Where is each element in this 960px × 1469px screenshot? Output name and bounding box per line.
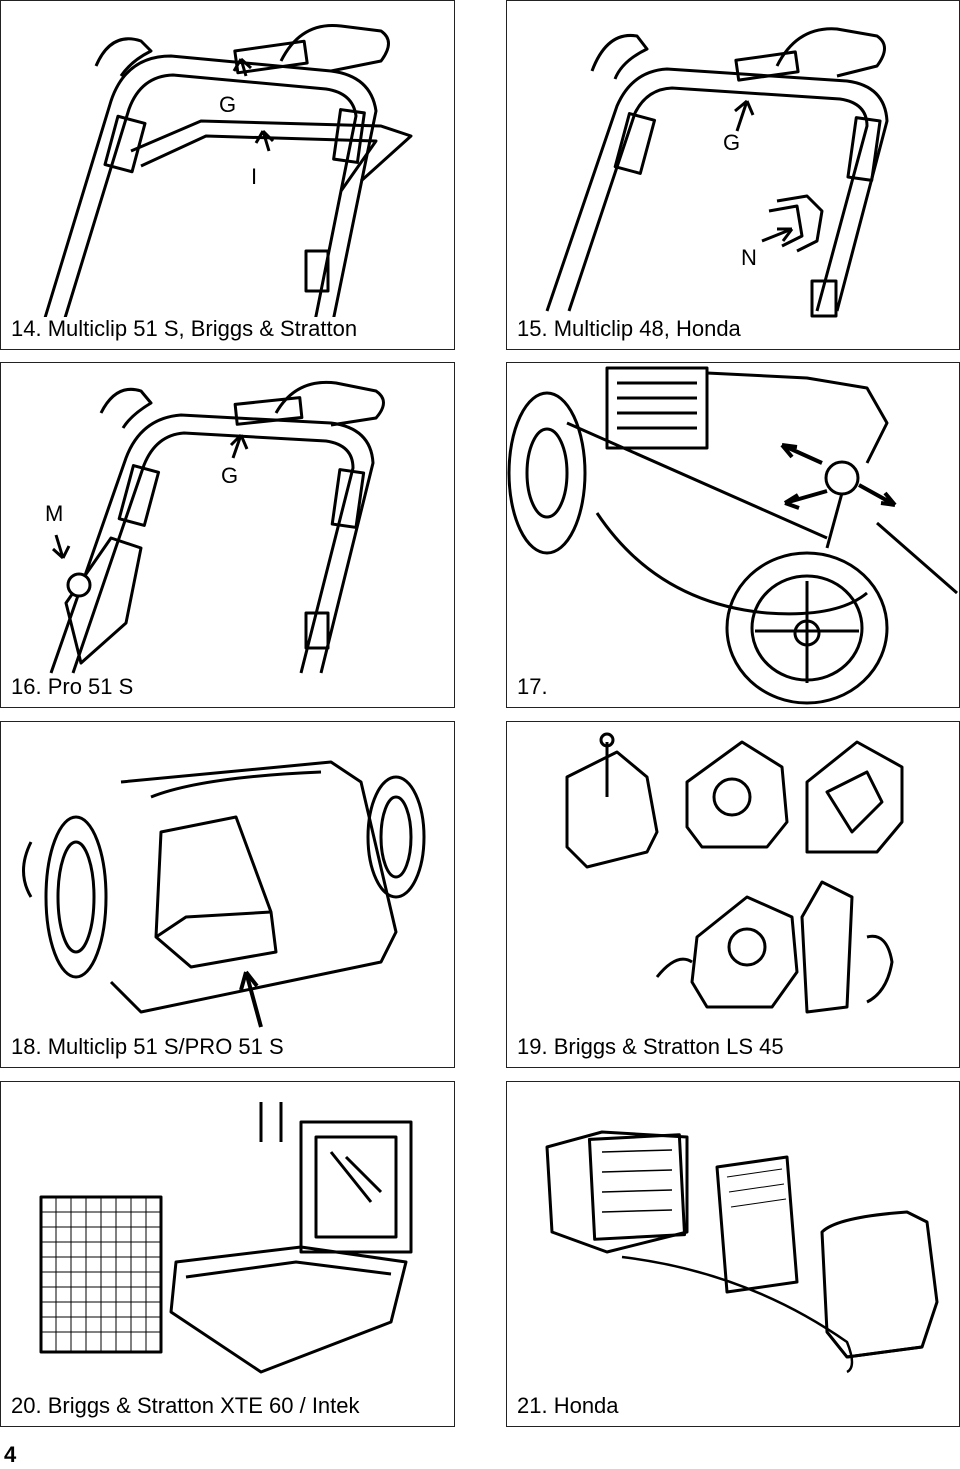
mower-cover-illustration: [22, 760, 426, 1028]
air-filter-illustration: [39, 1102, 413, 1374]
callout-i: I: [251, 164, 258, 189]
figure-panel-14: G I 14. Multiclip 51 S, Briggs & Stratto…: [0, 0, 455, 350]
air-filter-illustration: [545, 1130, 939, 1374]
figure-panel-21: 21. Honda: [506, 1081, 960, 1427]
figure-panel-20: 20. Briggs & Stratton XTE 60 / Intek: [0, 1081, 455, 1427]
figure-caption: 18. Multiclip 51 S/PRO 51 S: [11, 1035, 288, 1059]
figure-panel-16: G M 16. Pro 51 S: [0, 362, 455, 708]
figure-caption: 20. Briggs & Stratton XTE 60 / Intek: [11, 1394, 364, 1418]
figure-panel-19: 19. Briggs & Stratton LS 45: [506, 721, 960, 1068]
figure-caption: 16. Pro 51 S: [11, 675, 138, 699]
handle-illustration: [49, 380, 385, 674]
figure-panel-17: 17.: [506, 362, 960, 708]
mower-engine-illustration: [507, 366, 958, 705]
figure-caption: 21. Honda: [517, 1394, 623, 1418]
page-number: 4: [4, 1442, 17, 1467]
handle-illustration: [545, 27, 889, 318]
callout-g: G: [723, 130, 741, 155]
handle-illustration: [39, 23, 413, 332]
callout-n: N: [741, 245, 757, 270]
callout-g: G: [219, 92, 237, 117]
callout-g: G: [221, 463, 239, 488]
figure-panel-18: 18. Multiclip 51 S/PRO 51 S: [0, 721, 455, 1068]
callout-m: M: [45, 501, 64, 526]
figure-caption: 14. Multiclip 51 S, Briggs & Stratton: [11, 317, 362, 341]
air-filter-illustration: [565, 732, 904, 1014]
figure-caption: 19. Briggs & Stratton LS 45: [517, 1035, 788, 1059]
figure-caption: 17.: [517, 675, 552, 699]
figure-panel-15: G N 15. Multiclip 48, Honda: [506, 0, 960, 350]
figure-caption: 15. Multiclip 48, Honda: [517, 317, 745, 341]
